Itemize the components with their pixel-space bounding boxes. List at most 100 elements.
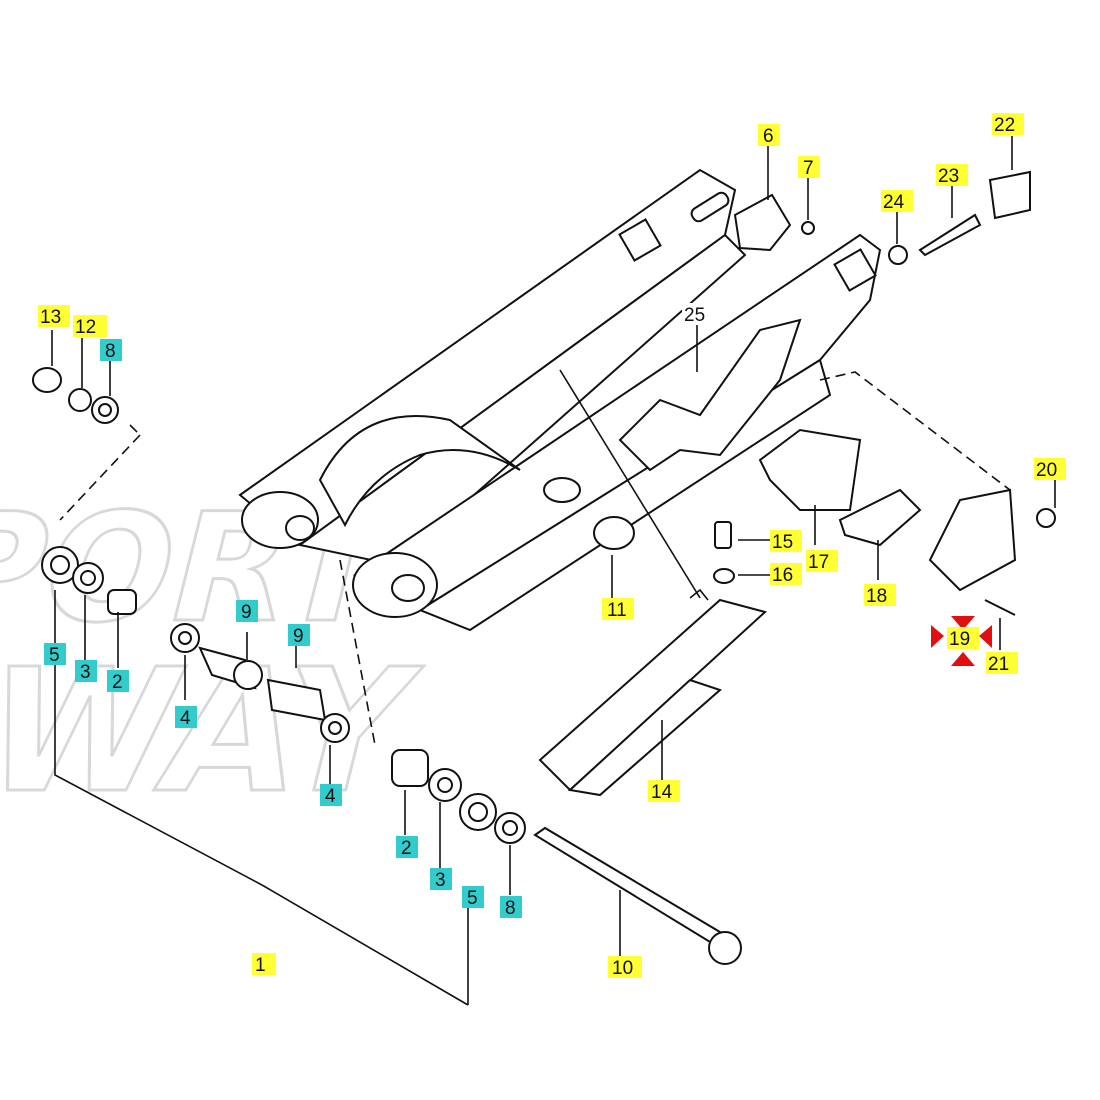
callout-1-text: 1 (255, 955, 266, 976)
callout-5a[interactable]: 5 (44, 643, 66, 666)
callout-labels: 1 2 2 3 3 4 4 5 5 6 7 8 8 9 9 10 11 12 1… (38, 113, 1066, 979)
callout-12-box (73, 315, 107, 337)
callout-3b-text: 3 (435, 870, 446, 891)
callout-8b[interactable]: 8 (500, 896, 522, 919)
callout-5b[interactable]: 5 (462, 886, 484, 909)
callout-3a[interactable]: 3 (75, 660, 97, 683)
callout-5a-text: 5 (49, 645, 60, 666)
swingarm-drawing (238, 168, 882, 632)
callout-3a-text: 3 (80, 662, 91, 683)
callout-8b-text: 8 (505, 898, 516, 919)
callout-14[interactable]: 14 (648, 780, 680, 803)
callout-5b-text: 5 (467, 888, 478, 909)
callout-25[interactable]: 25 (682, 303, 714, 326)
callout-16-text: 16 (772, 565, 793, 586)
callout-15-box (770, 530, 802, 552)
callout-3b-box (430, 868, 452, 890)
callout-19-box (947, 627, 979, 649)
callout-24-box (881, 190, 913, 212)
callout-5b-box (462, 886, 484, 908)
callout-11-box (602, 598, 634, 620)
callout-25-text: 25 (684, 305, 705, 326)
callout-13-box (38, 305, 70, 327)
left-parts (32, 367, 742, 965)
callout-9b-box (288, 624, 310, 646)
callout-21[interactable]: 21 (986, 652, 1018, 675)
callout-11-text: 11 (607, 600, 627, 621)
callout-10-text: 10 (612, 958, 633, 979)
callout-24-text: 24 (883, 192, 905, 213)
callout-6-box (758, 124, 780, 146)
callout-7-box (798, 156, 820, 178)
callout-22-text: 22 (994, 115, 1015, 136)
callout-2a[interactable]: 2 (107, 670, 129, 693)
callout-23-box (936, 164, 968, 186)
callout-1[interactable]: 1 (252, 953, 276, 976)
callout-1-box (252, 953, 276, 975)
callout-25-box (682, 303, 714, 325)
callout-3a-box (75, 660, 97, 682)
callout-2b[interactable]: 2 (396, 836, 418, 859)
callout-5a-box (44, 643, 66, 665)
callout-20[interactable]: 20 (1034, 458, 1066, 481)
callout-2b-text: 2 (401, 838, 412, 859)
callout-3b[interactable]: 3 (430, 868, 452, 891)
callout-18-text: 18 (866, 586, 887, 607)
callout-11[interactable]: 11 (602, 598, 634, 621)
callout-8b-box (500, 896, 522, 918)
callout-24[interactable]: 24 (881, 190, 913, 213)
callout-9b[interactable]: 9 (288, 624, 310, 647)
callout-21-box (986, 652, 1018, 674)
callout-4b[interactable]: 4 (320, 784, 342, 807)
callout-23-text: 23 (938, 166, 959, 187)
callout-7-text: 7 (803, 158, 814, 179)
callout-8a-text: 8 (105, 341, 116, 362)
callout-22[interactable]: 22 (992, 113, 1024, 136)
callout-14-text: 14 (651, 782, 673, 803)
callout-22-box (992, 113, 1024, 135)
callout-10[interactable]: 10 (608, 956, 642, 979)
callout-8a-box (100, 339, 122, 361)
callout-18[interactable]: 18 (864, 584, 896, 607)
callout-16[interactable]: 16 (770, 563, 802, 586)
callout-6[interactable]: 6 (758, 124, 780, 147)
callout-9b-text: 9 (293, 626, 304, 647)
callout-7[interactable]: 7 (798, 156, 820, 179)
callout-21-text: 21 (988, 654, 1009, 675)
callout-2a-box (107, 670, 129, 692)
right-parts (713, 170, 1056, 616)
callout-12[interactable]: 12 (73, 315, 107, 338)
callout-2a-text: 2 (112, 672, 123, 693)
callout-19[interactable]: 19 (947, 627, 979, 650)
callout-17-box (806, 550, 838, 572)
callout-2b-box (396, 836, 418, 858)
chain-slider-drawing (538, 598, 768, 797)
callout-4a-box (175, 706, 197, 728)
callout-9a-text: 9 (241, 602, 252, 623)
callout-19-text: 19 (949, 629, 970, 650)
callout-20-box (1034, 458, 1066, 480)
callout-14-box (648, 780, 680, 802)
callout-9a[interactable]: 9 (236, 600, 258, 623)
callout-18-box (864, 584, 896, 606)
callout-23[interactable]: 23 (936, 164, 968, 187)
callout-12-text: 12 (75, 317, 96, 338)
callout-10-box (608, 956, 642, 978)
callout-9a-box (236, 600, 258, 622)
leader-lines (51, 136, 1056, 1006)
callout-17-text: 17 (808, 552, 829, 573)
callout-15[interactable]: 15 (770, 530, 802, 553)
callout-20-text: 20 (1036, 460, 1057, 481)
callout-13[interactable]: 13 (38, 305, 70, 328)
callout-4b-text: 4 (325, 786, 336, 807)
callout-4a-text: 4 (180, 708, 191, 729)
callout-15-text: 15 (772, 532, 793, 553)
callout-6-text: 6 (763, 126, 774, 147)
callout-4b-box (320, 784, 342, 806)
callout-8a[interactable]: 8 (100, 339, 122, 362)
callout-4a[interactable]: 4 (175, 706, 197, 729)
callout-16-box (770, 563, 802, 585)
callout-17[interactable]: 17 (806, 550, 838, 573)
callout-13-text: 13 (40, 307, 61, 328)
